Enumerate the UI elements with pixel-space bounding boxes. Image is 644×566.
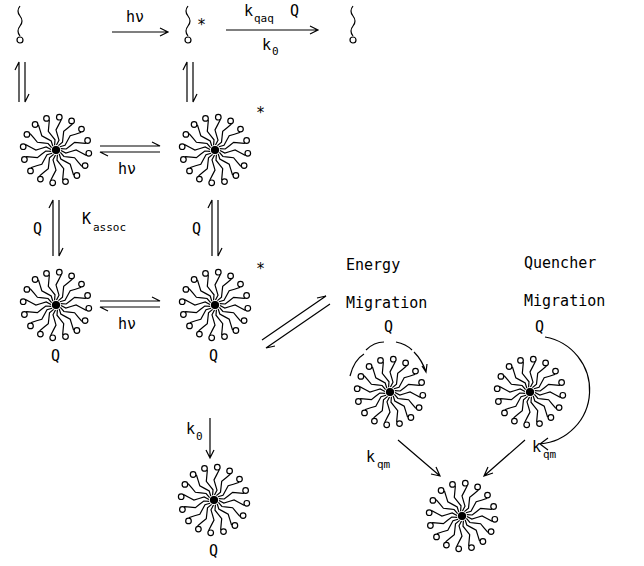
decay-arrow	[226, 26, 318, 34]
rate-subscript: 0	[196, 431, 203, 442]
quencher-migration-arc	[540, 337, 590, 450]
quench-arrow	[484, 440, 525, 476]
rate-constant: k	[366, 450, 375, 465]
rate-constant: k	[186, 422, 195, 437]
micelle	[179, 114, 250, 185]
micelle	[179, 269, 250, 340]
micelle	[426, 480, 497, 551]
pathway-title: Quencher	[524, 256, 596, 271]
quencher-symbol: Q	[33, 222, 42, 237]
pathway-title: Energy	[346, 258, 400, 273]
rate-subscript: qm	[543, 449, 556, 460]
constant-subscript: assoc	[93, 222, 126, 233]
photon-label: hν	[126, 10, 144, 25]
equilibrium-arrow	[100, 142, 160, 156]
equilibrium-arrow	[100, 297, 160, 311]
equilibrium-arrow	[262, 296, 330, 348]
quencher-symbol: Q	[192, 222, 201, 237]
photon-label: hν	[118, 162, 136, 177]
excited-monomer	[185, 6, 191, 43]
excited-star: *	[256, 106, 265, 121]
surfactant-monomer	[350, 6, 356, 43]
equilibrium-arrow	[183, 62, 197, 102]
quencher-symbol: Q	[51, 349, 60, 364]
equilibrium-arrow	[15, 62, 29, 102]
rate-constant: k	[262, 38, 271, 53]
micelle	[354, 356, 425, 427]
quencher-symbol: Q	[209, 349, 218, 364]
micelle	[20, 269, 91, 340]
excitation-arrow	[112, 28, 168, 36]
rate-subscript: qaq	[254, 13, 274, 24]
micelle	[20, 114, 91, 185]
quench-arrow	[398, 440, 440, 476]
quencher-symbol: Q	[535, 320, 544, 335]
quencher-symbol: Q	[290, 4, 299, 19]
rate-subscript: 0	[272, 46, 279, 57]
equilibrium-arrow	[208, 200, 222, 256]
excited-star: *	[197, 18, 206, 33]
rate-subscript: qm	[377, 459, 390, 470]
pathway-title: Migration	[524, 294, 605, 309]
micelle	[178, 464, 249, 535]
micelle	[494, 356, 565, 427]
pathway-title: Migration	[346, 296, 427, 311]
quencher-symbol: Q	[209, 544, 218, 559]
rate-constant: k	[244, 4, 253, 19]
excited-star: *	[256, 262, 265, 277]
equilibrium-arrow	[49, 200, 63, 256]
rate-constant: k	[532, 440, 541, 455]
surfactant-monomer	[17, 6, 23, 43]
quencher-symbol: Q	[384, 320, 393, 335]
equilibrium-constant: K	[82, 212, 91, 227]
photon-label: hν	[118, 317, 136, 332]
decay-arrow	[206, 418, 214, 458]
energy-hop-arrows	[350, 342, 427, 376]
